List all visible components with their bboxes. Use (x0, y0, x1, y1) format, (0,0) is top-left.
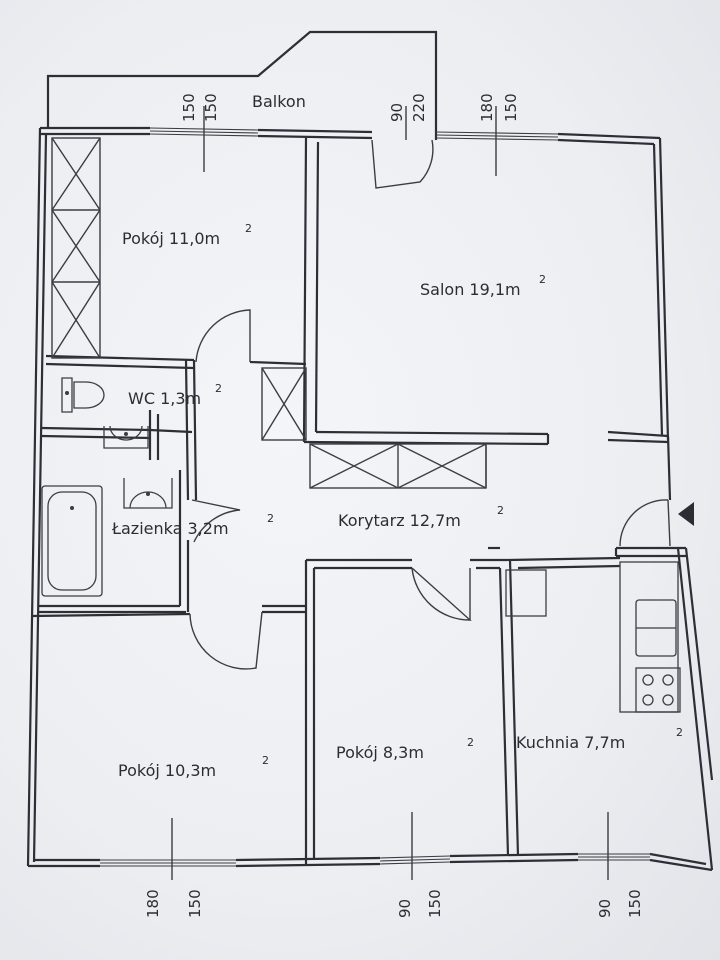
label-wc-exp: 2 (215, 382, 222, 395)
dim-door-a: 90 (388, 103, 406, 122)
dim-pokoj-mid-a: 90 (396, 899, 414, 918)
toilet-icon (61, 377, 105, 413)
fixtures (41, 377, 681, 713)
label-pokoj-mid-exp: 2 (467, 736, 474, 749)
outer-walls (26, 126, 714, 872)
wc-sink-icon (103, 425, 149, 449)
dim-kuchnia-a: 90 (596, 899, 614, 918)
interior-walls (31, 137, 686, 864)
dim-salon-a: 180 (478, 93, 496, 122)
dim-pokoj-top-a: 150 (180, 93, 198, 122)
kitchen-counter (619, 561, 679, 713)
dim-pokoj-left-a: 180 (144, 889, 162, 918)
label-kuchnia: Kuchnia 7,7m (516, 733, 625, 752)
label-wc: WC 1,3m (128, 389, 201, 408)
label-pokoj-top-exp: 2 (245, 222, 252, 235)
label-balkon: Balkon (252, 92, 306, 111)
dim-salon-b: 150 (502, 93, 520, 122)
label-pokoj-mid: Pokój 8,3m (336, 743, 424, 762)
stove-icon (635, 667, 681, 713)
dim-kuchnia-b: 150 (626, 889, 644, 918)
balcony-outline (46, 30, 438, 140)
windows (100, 127, 650, 867)
label-salon-exp: 2 (539, 273, 546, 286)
dim-door-b: 220 (410, 93, 428, 122)
label-salon: Salon 19,1m (420, 280, 521, 299)
label-korytarz-exp: 2 (497, 504, 504, 517)
wardrobes (51, 137, 487, 489)
dim-pokoj-top-b: 150 (202, 93, 220, 122)
dim-pokoj-left-b: 150 (186, 889, 204, 918)
room-labels: Balkon Pokój 11,0m 2 Salon 19,1m 2 WC 1,… (111, 92, 683, 780)
entrance-arrow-icon (678, 502, 694, 526)
label-pokoj-top: Pokój 11,0m (122, 229, 220, 248)
bathtub-icon (41, 485, 103, 597)
dimension-labels: 150 150 90 220 180 150 180 150 90 150 90… (144, 93, 644, 918)
label-korytarz: Korytarz 12,7m (338, 511, 461, 530)
fridge-icon (505, 569, 547, 617)
dimension-lines (171, 106, 609, 880)
label-lazienka: Łazienka 3,2m (111, 519, 229, 538)
doors (189, 139, 671, 670)
label-pokoj-left: Pokój 10,3m (118, 761, 216, 780)
label-kuchnia-exp: 2 (676, 726, 683, 739)
label-lazienka-exp: 2 (267, 512, 274, 525)
label-pokoj-left-exp: 2 (262, 754, 269, 767)
dim-pokoj-mid-b: 150 (426, 889, 444, 918)
